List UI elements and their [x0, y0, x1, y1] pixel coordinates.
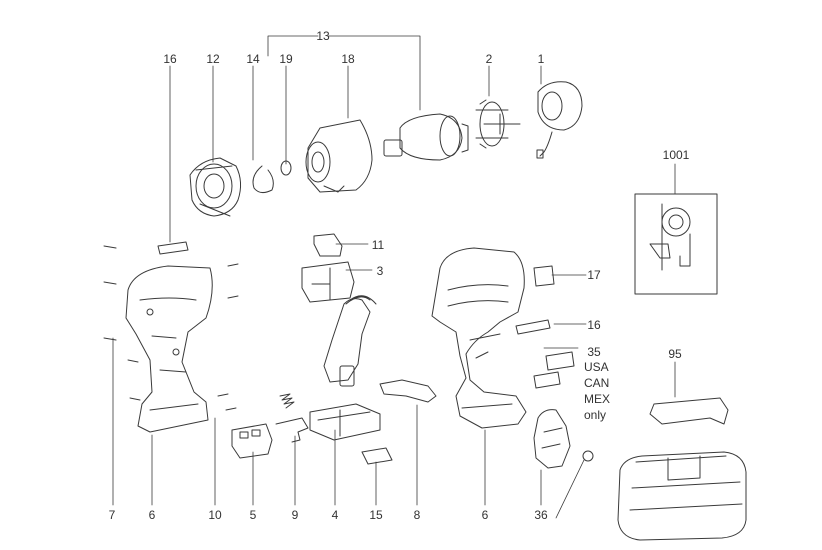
- callout-35: 35: [587, 345, 601, 359]
- region-mex: MEX: [584, 392, 611, 406]
- part-10-spring: [279, 393, 295, 409]
- region-note-35: USA CAN MEX only: [584, 359, 610, 423]
- region-usa: USA: [584, 360, 609, 374]
- nut-icon: [582, 450, 594, 462]
- part-2-armature: [475, 99, 521, 149]
- part-15-label: [361, 447, 393, 465]
- part-11-switch-cover: [313, 233, 343, 257]
- callout-6-left: 6: [148, 508, 156, 522]
- part-6-housing-right: [431, 247, 527, 429]
- region-only: only: [584, 408, 607, 422]
- callout-5: 5: [249, 508, 257, 522]
- callout-6-right: 6: [481, 508, 489, 522]
- part-12-front-cap: [189, 157, 242, 217]
- part-13-spindle: [383, 113, 469, 161]
- part-6-housing-left: [125, 265, 213, 433]
- part-18-gearbox: [305, 119, 373, 193]
- callout-8: 8: [413, 508, 421, 522]
- part-16-label-strip-right: [515, 319, 551, 335]
- part-9-contact-spring: [275, 417, 309, 443]
- callout-18: 18: [341, 52, 355, 66]
- battery-pack: [617, 451, 747, 541]
- callout-1: 1: [537, 52, 545, 66]
- part-5-led-module: [231, 423, 273, 459]
- callout-2: 2: [485, 52, 493, 66]
- callout-17: 17: [587, 268, 601, 282]
- callout-14: 14: [246, 52, 260, 66]
- part-35-labels: [533, 351, 575, 389]
- callout-95: 95: [668, 347, 682, 361]
- callout-19: 19: [279, 52, 293, 66]
- part-7-screws: [103, 245, 239, 411]
- part-19-o-ring: [280, 160, 292, 176]
- part-4-electronics: [309, 295, 381, 441]
- callout-4: 4: [331, 508, 339, 522]
- part-36-side-cover: [533, 409, 571, 469]
- part-95-battery-cap: [649, 397, 729, 425]
- callout-12: 12: [206, 52, 220, 66]
- part-14-retaining-ring: [252, 165, 274, 194]
- callout-36: 36: [534, 508, 548, 522]
- callout-3: 3: [376, 264, 384, 278]
- part-3-switch: [301, 261, 355, 303]
- leader-lines: [112, 35, 676, 519]
- callout-13: 13: [316, 29, 330, 43]
- callout-16-top: 16: [163, 52, 177, 66]
- callout-16-right: 16: [587, 318, 601, 332]
- callout-1001: 1001: [662, 148, 690, 162]
- callout-7: 7: [108, 508, 116, 522]
- part-16-label-strip-top: [157, 241, 189, 255]
- callout-15: 15: [369, 508, 383, 522]
- callout-10: 10: [208, 508, 222, 522]
- part-1-stator: [536, 81, 583, 159]
- part-17-label: [533, 265, 555, 287]
- part-8-belt-clip: [379, 379, 437, 403]
- callout-11: 11: [371, 238, 385, 252]
- callout-9: 9: [291, 508, 299, 522]
- region-can: CAN: [584, 376, 610, 390]
- part-1001-detail-box: [634, 193, 718, 295]
